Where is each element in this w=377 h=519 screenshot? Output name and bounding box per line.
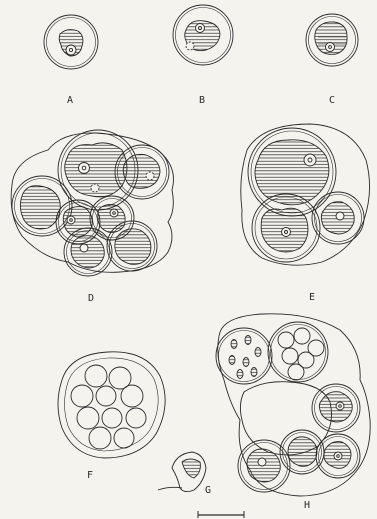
figure-label-e: E: [309, 292, 315, 303]
figure-g: [158, 452, 206, 492]
figure-h: [216, 314, 370, 496]
figure-label-a: A: [67, 95, 73, 106]
figure-d: [11, 130, 173, 276]
figure-label-f: F: [87, 470, 93, 481]
figure-label-g: G: [205, 485, 211, 496]
figure-label-b: B: [199, 95, 205, 106]
figure-e: [241, 124, 370, 265]
figure-b: [173, 5, 233, 65]
figure-label-d: D: [88, 293, 94, 304]
figure-a: [44, 15, 98, 69]
figure-c: [306, 14, 358, 66]
figure-f: [58, 352, 165, 458]
figure-label-c: C: [329, 95, 335, 106]
scale-bar: [198, 511, 244, 518]
figure-label-h: H: [304, 500, 310, 511]
